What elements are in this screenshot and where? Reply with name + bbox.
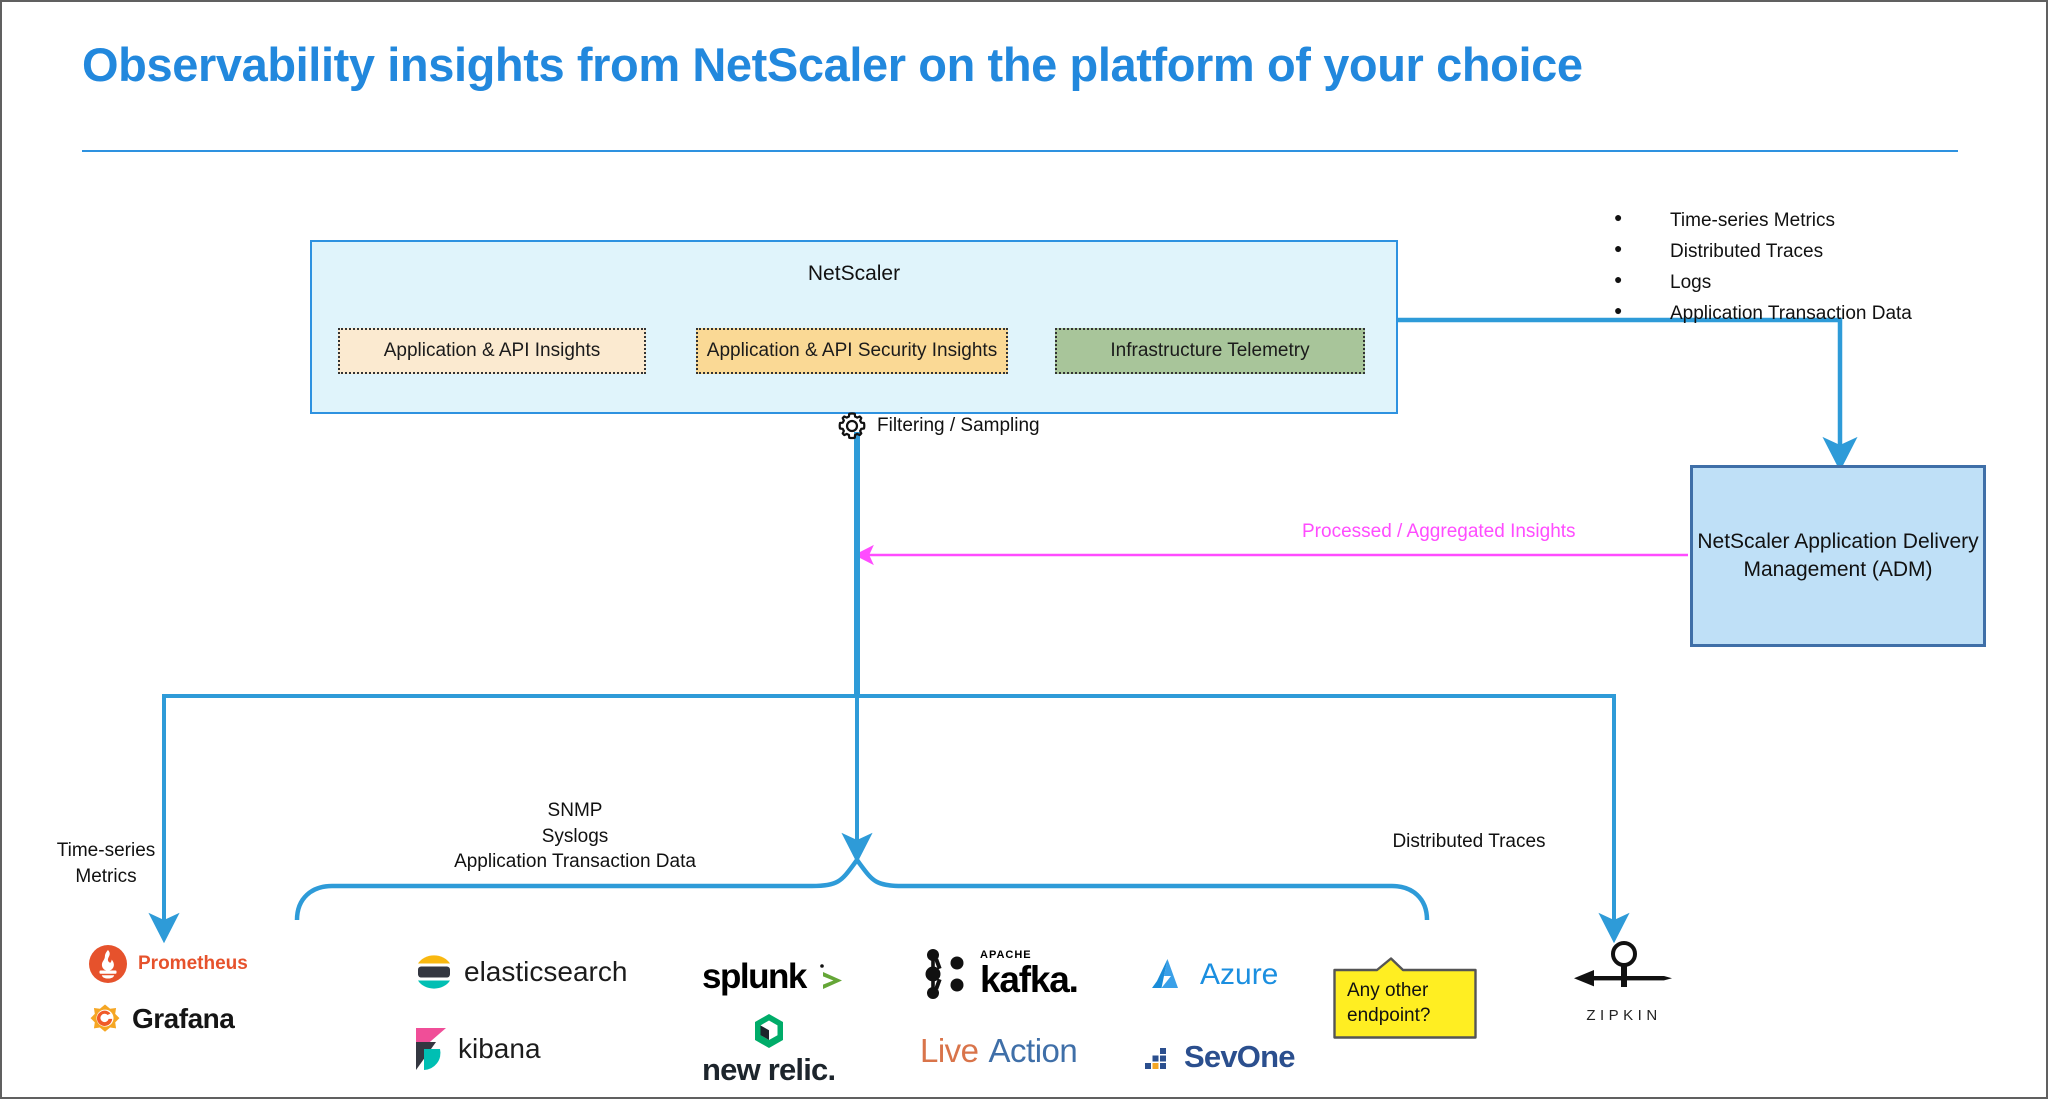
netscaler-label: NetScaler (807, 262, 901, 285)
page-title: Observability insights from NetScaler on… (82, 38, 1583, 91)
logo-liveaction-label-live: Live (920, 1032, 979, 1069)
aggregated-insights-label: Processed / Aggregated Insights (1302, 521, 1576, 542)
wire-bus-right-to-zipkin (857, 694, 1630, 944)
logo-grafana-label: Grafana (132, 1003, 235, 1034)
logo-sevone[interactable]: SevOne (1144, 1039, 1295, 1075)
label-snmp-group: SNMP Syslogs Application Transaction Dat… (454, 800, 696, 873)
new-relic-icon (754, 1014, 783, 1048)
prometheus-icon (89, 945, 127, 983)
chip-application-api-insights[interactable]: Application & API Insights (338, 328, 646, 374)
adm-label: NetScaler Application Delivery Managemen… (1697, 529, 1979, 581)
logo-zipkin[interactable]: ZIPKIN (1564, 939, 1684, 1024)
logo-splunk-label: splunk (702, 957, 807, 996)
logo-splunk[interactable]: splunk (702, 957, 850, 997)
bullet-application-transaction-data: Application Transaction Data (1614, 302, 1912, 325)
title-divider (82, 150, 1958, 152)
logo-elasticsearch[interactable]: elasticsearch (414, 950, 627, 994)
bullet-time-series-metrics: Time-series Metrics (1614, 209, 1912, 232)
elasticsearch-icon (418, 955, 450, 989)
logo-kafka-apache-label: APACHE (980, 949, 1032, 961)
bullet-logs: Logs (1614, 271, 1912, 294)
logo-kafka-label: kafka. (980, 959, 1079, 1000)
logo-apache-kafka[interactable]: APACHE kafka. (922, 947, 1079, 1001)
kafka-icon (925, 949, 964, 999)
logo-grafana[interactable]: Grafana (88, 1002, 235, 1036)
telemetry-bullet-list: Time-series Metrics Distributed Traces L… (1614, 209, 1912, 334)
logo-prometheus[interactable]: Prometheus (88, 944, 248, 984)
logo-kibana[interactable]: kibana (414, 1026, 541, 1072)
bullet-distributed-traces: Distributed Traces (1614, 240, 1912, 263)
logo-new-relic-label: new relic. (702, 1052, 836, 1087)
logo-liveaction-label-action: Action (988, 1032, 1078, 1069)
logo-liveaction[interactable]: Live Action (920, 1032, 1078, 1070)
gear-icon (838, 412, 866, 440)
netscaler-box: NetScaler (310, 240, 1398, 414)
grafana-icon (90, 1004, 120, 1032)
sevone-icon (1145, 1048, 1166, 1069)
azure-icon (1152, 959, 1178, 988)
logo-new-relic[interactable]: new relic. (702, 1012, 836, 1088)
logo-sevone-label: SevOne (1184, 1039, 1295, 1074)
logo-prometheus-label: Prometheus (138, 953, 248, 974)
adm-box[interactable]: NetScaler Application Delivery Managemen… (1690, 465, 1986, 647)
logo-zipkin-label: ZIPKIN (1586, 1007, 1662, 1024)
logo-kibana-label: kibana (458, 1033, 541, 1064)
chip-application-api-security-insights[interactable]: Application & API Security Insights (696, 328, 1008, 374)
zipkin-icon (1574, 941, 1672, 987)
splunk-chevron-icon (819, 964, 842, 989)
logo-azure[interactable]: Azure (1150, 957, 1278, 993)
wire-netscaler-to-adm (1398, 317, 1858, 472)
sticky-note-any-other-endpoint[interactable]: Any other endpoint? (1333, 957, 1477, 1039)
sticky-note-shape (1333, 957, 1477, 1039)
filtering-sampling-label: Filtering / Sampling (877, 415, 1040, 436)
label-time-series-metrics: Time-series Metrics (56, 840, 156, 887)
logo-elasticsearch-label: elasticsearch (464, 956, 628, 987)
chip-infrastructure-telemetry[interactable]: Infrastructure Telemetry (1055, 328, 1365, 374)
label-distributed-traces: Distributed Traces (1392, 831, 1546, 852)
logo-azure-label: Azure (1200, 958, 1279, 991)
filtering-sampling-node: Filtering / Sampling (835, 409, 1040, 443)
kibana-icon (416, 1028, 446, 1070)
sticky-note-text: Any other endpoint? (1347, 980, 1431, 1026)
